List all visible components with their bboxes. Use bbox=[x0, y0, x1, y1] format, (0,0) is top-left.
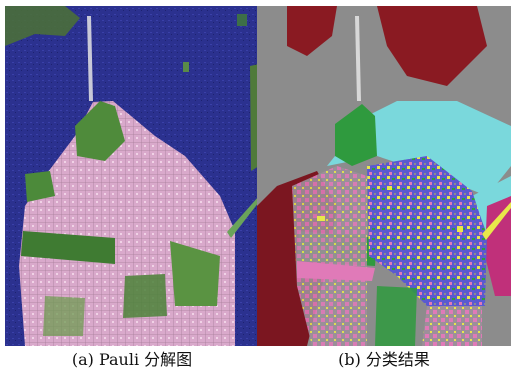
class-green-south bbox=[375, 286, 417, 346]
class-yellow bbox=[317, 216, 325, 221]
class-darkred-top bbox=[377, 6, 487, 86]
pier-line bbox=[227, 196, 259, 238]
pauli-image-svg bbox=[5, 6, 259, 346]
class-green-north bbox=[335, 104, 377, 166]
veg-patch-south bbox=[123, 274, 167, 318]
class-darkred-top-left bbox=[287, 6, 337, 56]
veg-patch-east bbox=[170, 241, 220, 306]
pauli-decomposition-image bbox=[5, 6, 259, 346]
classification-result-image bbox=[257, 6, 511, 346]
island-top bbox=[237, 14, 247, 26]
veg-patch-sw bbox=[43, 296, 85, 336]
veg-park-strip bbox=[21, 231, 115, 264]
class-yellow bbox=[387, 186, 392, 190]
class-blue-mixed bbox=[367, 156, 487, 306]
class-yellow bbox=[457, 226, 463, 232]
bridge-line bbox=[87, 16, 93, 101]
class-magenta-east bbox=[485, 196, 511, 296]
north-land bbox=[5, 6, 80, 46]
classification-image-svg bbox=[257, 6, 511, 346]
caption-pauli: (a) Pauli 分解图 bbox=[71, 350, 193, 369]
east-land bbox=[250, 64, 259, 171]
caption-classification: (b) 分类结果 bbox=[338, 350, 430, 369]
pier-line bbox=[482, 202, 511, 240]
veg-patch-north bbox=[75, 101, 125, 161]
bridge-line bbox=[355, 16, 361, 101]
class-pink-urban bbox=[292, 166, 367, 346]
class-pink-strip bbox=[297, 261, 375, 281]
island bbox=[183, 62, 189, 72]
class-pink-south bbox=[422, 306, 482, 346]
veg-patch-west bbox=[25, 171, 55, 202]
